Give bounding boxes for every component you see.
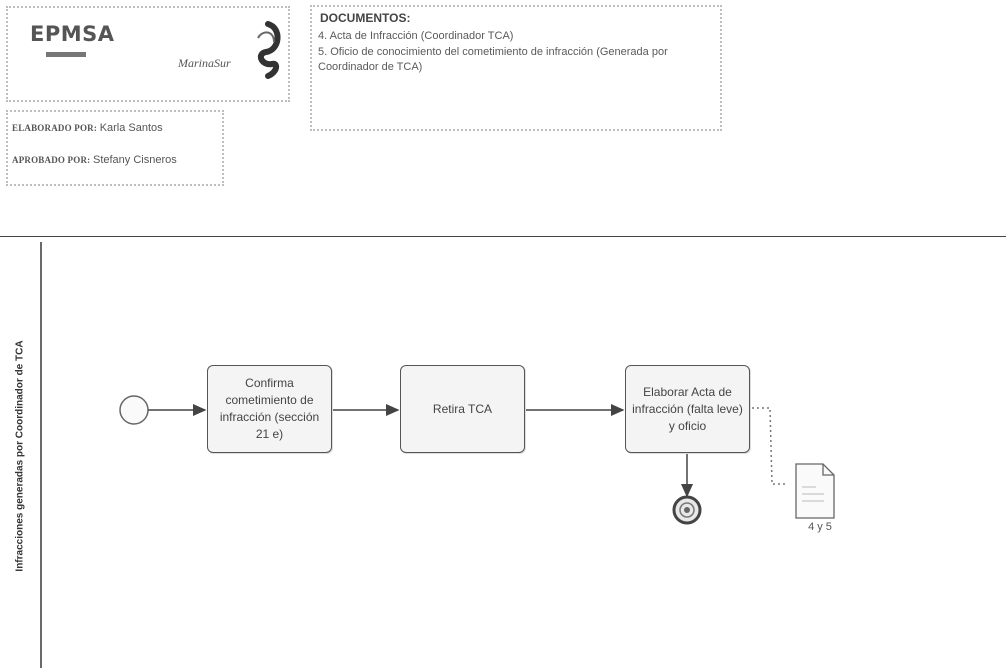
epmsa-logo: EPMSA [30,22,115,46]
aprobado-row: APROBADO POR: Stefany Cisneros [12,154,177,166]
lane-label: Infracciones generadas por Coordinador d… [14,340,26,572]
elaborado-label: ELABORADO POR: [12,123,98,133]
task-confirma-infraccion[interactable]: Confirma cometimiento de infracción (sec… [207,365,332,453]
document-item-5: 5. Oficio de conocimiento del cometimien… [318,46,668,73]
elaborado-value: Karla Santos [99,122,163,134]
task-retira-tca[interactable]: Retira TCA [400,365,525,453]
elaborado-row: ELABORADO POR: Karla Santos [12,122,163,134]
lane-separator [40,242,42,668]
epmsa-logo-bar [46,52,86,57]
authors-box: ELABORADO POR: Karla Santos APROBADO POR… [6,110,224,186]
data-object-icon[interactable] [795,463,835,519]
start-event[interactable] [119,395,149,425]
data-object-label: 4 y 5 [808,521,832,533]
marinasur-logo-text: MarinaSur [178,56,231,70]
marinasur-swirl-icon [257,21,281,79]
pool-top-line [0,236,1006,237]
logo-box: EPMSA MarinaSur [6,6,290,102]
document-item-4: 4. Acta de Infracción (Coordinador TCA) [318,30,514,42]
aprobado-value: Stefany Cisneros [92,154,177,166]
task-elaborar-acta[interactable]: Elaborar Acta de infracción (falta leve)… [625,365,750,453]
documents-box: DOCUMENTOS: 4. Acta de Infracción (Coord… [310,5,722,131]
data-association [752,407,788,485]
aprobado-label: APROBADO POR: [12,155,91,165]
end-event[interactable] [672,495,702,525]
documents-title: DOCUMENTOS: [320,11,411,25]
